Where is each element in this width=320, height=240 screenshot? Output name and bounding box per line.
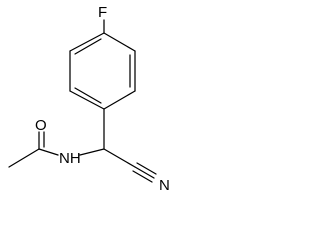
- ring-bond-bottom-left: [69, 90, 105, 110]
- nh-to-carbonyl-carbon-bond: [38, 148, 59, 156]
- ring-bond-top-left: [69, 32, 105, 52]
- nitrile-triple-bond: [132, 162, 157, 183]
- fluorine-label: F: [98, 4, 107, 21]
- ring-inner-bond-bottom-left: [74, 87, 102, 104]
- ch-to-nitrile-carbon-bond: [103, 148, 136, 168]
- ring-bond-bottom-right: [103, 90, 136, 110]
- oxygen-label: O: [35, 117, 47, 134]
- nitrile-nitrogen-label: N: [159, 177, 170, 194]
- amide-nh-label: NH: [59, 150, 81, 167]
- triple-bond-line-2: [136, 162, 157, 175]
- structure-diagram: F O NH N: [8, 4, 170, 194]
- ch-to-nh-bond: [79, 148, 105, 156]
- triple-bond-line-1: [134, 166, 155, 179]
- benzene-ring: [69, 32, 136, 110]
- ring-bond-top-right: [103, 32, 136, 52]
- ring-inner-bond-top-left: [74, 38, 102, 55]
- carbonyl-to-methyl-bond: [8, 148, 40, 168]
- carbonyl-double-bond: [38, 131, 45, 150]
- triple-bond-line-3: [132, 170, 153, 183]
